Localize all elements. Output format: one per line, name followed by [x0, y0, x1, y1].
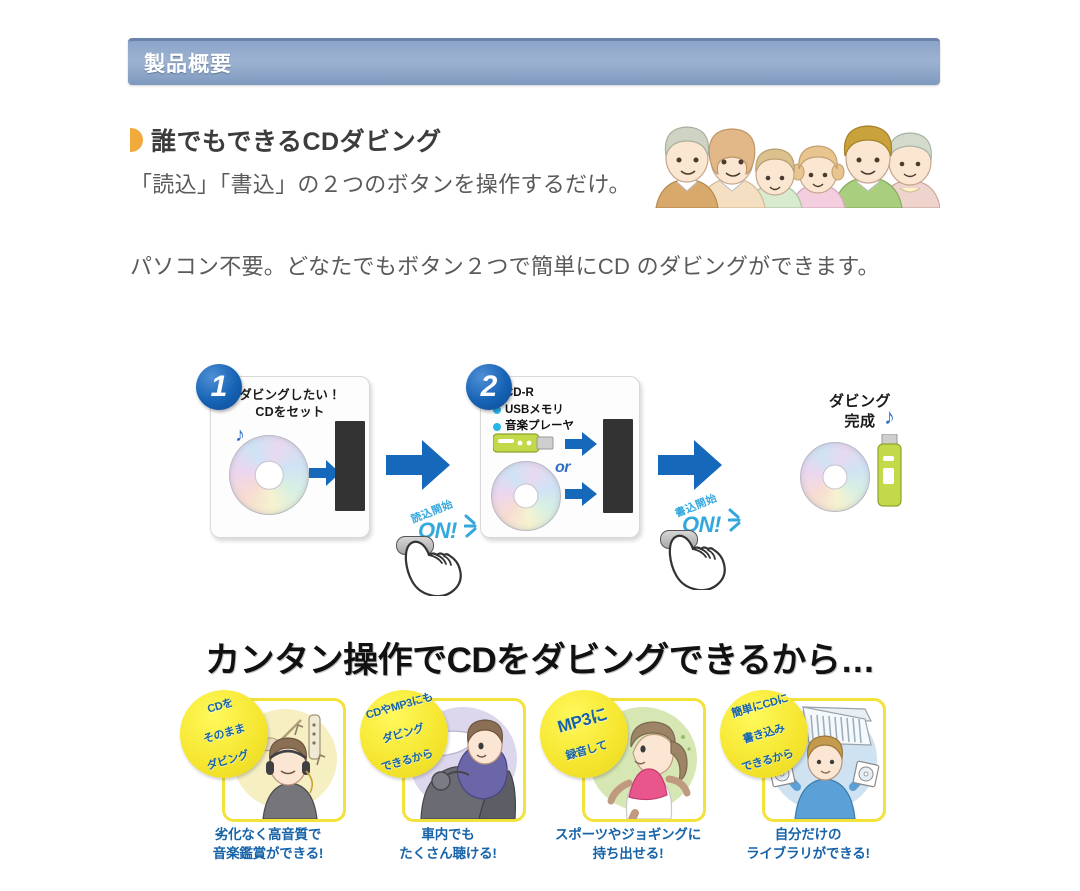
flow-step-1-caption: ダビングしたい！ CDをセット: [239, 388, 341, 419]
hand-press-icon: [404, 540, 462, 596]
benefit-card-4-badge-text: 簡単にCDに 書き込み できるから: [730, 692, 795, 774]
benefit-cards: CDを そのまま ダビング 劣化なく高音質で 音楽鑑賞ができる!: [180, 690, 900, 875]
benefit-card-3-badge-text: MP3に 録音して: [555, 704, 610, 763]
benefit-card-3-caption: スポーツやジョギングに 持ち出せる!: [554, 827, 702, 861]
press-button-1-group: 読込開始 ON!: [396, 498, 506, 598]
benefit-card-2: CDやMP3にも ダビング できるから 車内でも たくさん聴ける!: [360, 690, 536, 875]
drive-slot-1: [335, 421, 365, 511]
benefits-heading: カンタン操作でCDをダビングできるから…: [205, 641, 875, 680]
or-label: or: [555, 459, 571, 476]
benefit-card-4-caption: 自分だけの ライブラリができる!: [746, 827, 870, 861]
benefit-card-1-badge: CDを そのまま ダビング: [180, 690, 268, 778]
flow-step-2-card: CD-R USBメモリ 音楽プレーヤ or: [480, 376, 640, 538]
press-1-sparkle-icon: [464, 514, 477, 538]
music-note-icon: ♪: [884, 404, 895, 429]
benefit-card-3: MP3に 録音して スポーツやジョギングに 持ち出せる!: [540, 690, 716, 875]
bullet-item-1: USBメモリ: [493, 402, 574, 419]
lead-block: 誰でもできるCDダビング 「読込」「書込」の２つのボタンを操作するだけ。 パソコ…: [130, 122, 930, 279]
drive-slot-2: [603, 419, 633, 513]
result-caption: ダビング 完成: [828, 393, 891, 430]
bullet-dot-icon: [493, 406, 501, 414]
press-2-sparkle-icon: [728, 508, 741, 532]
result-content: ダビング 完成 ♪: [776, 366, 944, 534]
press-button-2-group: 書込開始 ON!: [660, 492, 770, 592]
person-father: [833, 125, 903, 208]
benefit-card-2-badge: CDやMP3にも ダビング できるから: [360, 690, 448, 778]
cd-disc-icon-2: [491, 461, 561, 531]
benefit-card-2-image: [402, 698, 526, 822]
flow-arrow-2-icon: [658, 440, 722, 490]
benefit-card-4: 簡単にCDに 書き込み できるから 自分だけの ライブラリができる!: [720, 690, 896, 875]
triangle-bullet-icon: [130, 128, 143, 152]
flow-diagram: ダビングしたい！ CDをセット ♪ 1 読込開始 ON!: [128, 360, 944, 610]
flow-step-1-card: ダビングしたい！ CDをセット ♪: [210, 376, 370, 538]
lead-paragraph-1: 「読込」「書込」の２つのボタンを操作するだけ。: [130, 172, 631, 197]
lead-title-text: 誰でもできるCDダビング: [151, 128, 442, 156]
family-illustration: [652, 122, 940, 208]
benefit-card-1: CDを そのまま ダビング 劣化なく高音質で 音楽鑑賞ができる!: [180, 690, 356, 875]
usb-memory-icon: [493, 433, 554, 453]
flow-step-2-bullets: CD-R USBメモリ 音楽プレーヤ: [493, 385, 574, 435]
hand-press-icon: [668, 534, 726, 590]
insert-arrow-icon: [309, 460, 340, 486]
flow-step-2-number: 2: [466, 364, 512, 410]
family-illustration-svg: [655, 125, 940, 208]
bullet-dot-icon: [493, 422, 501, 431]
result-cd-disc-icon: [800, 442, 870, 512]
car-driver-scene: [409, 707, 517, 819]
result-starburst: [776, 366, 944, 534]
person-girl: [790, 145, 846, 208]
benefit-card-1-badge-text: CDを そのまま ダビング: [201, 696, 250, 773]
lead-title-row: 誰でもできるCDダビング: [130, 122, 930, 158]
music-note-icon: ♪: [235, 424, 245, 446]
lead-paragraph-2: パソコン不要。どなたでもボタン２つで簡単にCD のダビングができます。: [130, 254, 880, 279]
person-grandfather: [655, 126, 719, 208]
section-header: 製品概要: [128, 38, 940, 85]
benefit-card-2-badge-text: CDやMP3にも ダビング できるから: [365, 690, 435, 774]
insert-arrow-top-icon: [565, 432, 597, 456]
flow-arrow-1-icon: [386, 440, 450, 490]
flow-step-1-number: 1: [196, 364, 242, 410]
benefit-card-2-caption: 車内でも たくさん聴ける!: [399, 827, 497, 861]
benefit-card-4-badge: 簡単にCDに 書き込み できるから: [720, 690, 808, 778]
insert-arrow-bottom-icon: [565, 482, 597, 506]
benefit-card-1-caption: 劣化なく高音質で 音楽鑑賞ができる!: [212, 827, 324, 861]
section-header-title: 製品概要: [144, 53, 232, 76]
cd-disc-icon: [229, 435, 309, 515]
bullet-item-2: 音楽プレーヤ: [493, 418, 574, 435]
result-usb-memory-icon: [877, 434, 902, 507]
benefit-card-3-badge: MP3に 録音して: [540, 690, 628, 778]
